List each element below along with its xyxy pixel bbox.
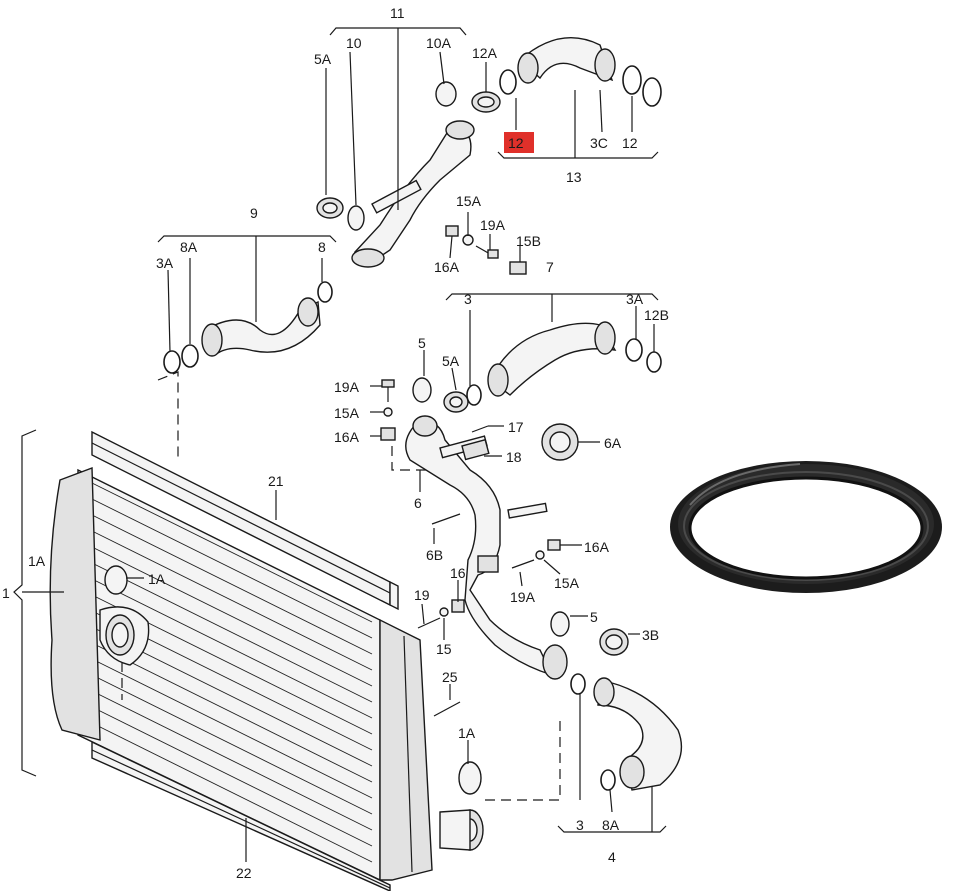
fasteners-17-18 (461, 425, 490, 461)
clamp-3B (599, 628, 629, 656)
callout-1: 1 (2, 585, 10, 601)
o-ring-8A-left (181, 344, 199, 368)
gasket-5-mid (412, 377, 432, 403)
callout-1A-brace: 1A (28, 553, 46, 569)
callout-16A-left: 16A (334, 429, 360, 445)
callout-19: 19 (414, 587, 430, 603)
hose-9 (201, 297, 321, 357)
gasket-10 (347, 205, 365, 231)
callout-6: 6 (414, 495, 422, 511)
callout-3C: 3C (590, 135, 608, 151)
o-ring-3-low (570, 673, 586, 695)
callout-3-mid: 3 (464, 291, 472, 307)
o-ring-3C (622, 65, 642, 95)
callout-3A-right: 3A (626, 291, 644, 307)
callout-22: 22 (236, 865, 252, 881)
callout-18: 18 (506, 449, 522, 465)
sensor-6A (541, 423, 579, 461)
callout-9: 9 (250, 205, 258, 221)
callout-4: 4 (608, 849, 616, 865)
callout-19A-top: 19A (480, 217, 506, 233)
callout-17: 17 (508, 419, 524, 435)
callout-1A-inner: 1A (148, 571, 166, 587)
callout-12: 12 (622, 135, 638, 151)
callout-16A-right: 16A (584, 539, 610, 555)
callout-25: 25 (442, 669, 458, 685)
hose-7 (487, 321, 617, 397)
bolt-25 (433, 701, 461, 717)
callout-21: 21 (268, 473, 284, 489)
callout-12-highlighted: 12 (508, 135, 524, 151)
callout-3B: 3B (642, 627, 659, 643)
callout-19A-right: 19A (510, 589, 536, 605)
callout-6B: 6B (426, 547, 443, 563)
o-ring-3A-left (163, 350, 181, 374)
o-ring-12 (642, 77, 662, 107)
callout-10A: 10A (426, 35, 452, 51)
callout-8A-left: 8A (180, 239, 198, 255)
intercooler-bottom-port (439, 809, 484, 851)
callout-15A-right: 15A (554, 575, 580, 591)
gasket-5-low (550, 611, 570, 637)
callout-5A-mid: 5A (442, 353, 460, 369)
pressure-pipe-6 (405, 415, 568, 680)
callout-13: 13 (566, 169, 582, 185)
o-ring-product-photo (670, 461, 942, 593)
intercooler-left-port (99, 606, 150, 666)
hose-13 (517, 37, 616, 84)
fasteners-19-15-16 (417, 599, 465, 629)
leader-lines (13, 27, 667, 862)
clamp-5A-top (316, 197, 344, 219)
callout-8A-low: 8A (602, 817, 620, 833)
callout-7: 7 (546, 259, 554, 275)
gasket-1A-low (458, 761, 482, 795)
fasteners-left (380, 379, 396, 441)
callout-6A: 6A (604, 435, 622, 451)
highlight-box (504, 132, 534, 153)
bolt-6B (431, 513, 461, 525)
callout-12B: 12B (644, 307, 669, 323)
o-ring-8-left (317, 281, 333, 303)
callout-15B: 15B (516, 233, 541, 249)
callout-15A-left: 15A (334, 405, 360, 421)
callout-16A-top: 16A (434, 259, 460, 275)
callout-5-mid: 5 (418, 335, 426, 351)
clamp-5A-mid (443, 391, 469, 413)
callout-5A-top: 5A (314, 51, 332, 67)
callout-16: 16 (450, 565, 466, 581)
callout-labels: 11 10 10A 12A 5A 12 3C 12 13 15A 19A 15B… (2, 5, 669, 881)
o-ring-12B (646, 351, 662, 373)
clamp-12A (471, 91, 501, 113)
pressure-pipe-11 (351, 120, 475, 268)
o-ring-12-highlighted (499, 69, 517, 95)
upper-air-guide (91, 430, 399, 611)
gasket-1A-inner (104, 565, 128, 595)
callout-19A-left: 19A (334, 379, 360, 395)
callout-11: 11 (390, 5, 405, 21)
callout-15: 15 (436, 641, 452, 657)
assembly-lines (121, 371, 561, 801)
callout-8-left: 8 (318, 239, 326, 255)
callout-5-low: 5 (590, 609, 598, 625)
callout-1A-low: 1A (458, 725, 476, 741)
gasket-10A (435, 81, 457, 107)
callout-10: 10 (346, 35, 362, 51)
hose-4 (593, 677, 683, 791)
callout-3-low: 3 (576, 817, 584, 833)
callout-3A-left: 3A (156, 255, 174, 271)
callout-12A: 12A (472, 45, 498, 61)
o-ring-3-mid (466, 384, 482, 406)
o-ring-8A-low (600, 769, 616, 791)
o-ring-3A-right (625, 338, 643, 362)
callout-15A-top: 15A (456, 193, 482, 209)
fasteners-right (511, 539, 561, 569)
